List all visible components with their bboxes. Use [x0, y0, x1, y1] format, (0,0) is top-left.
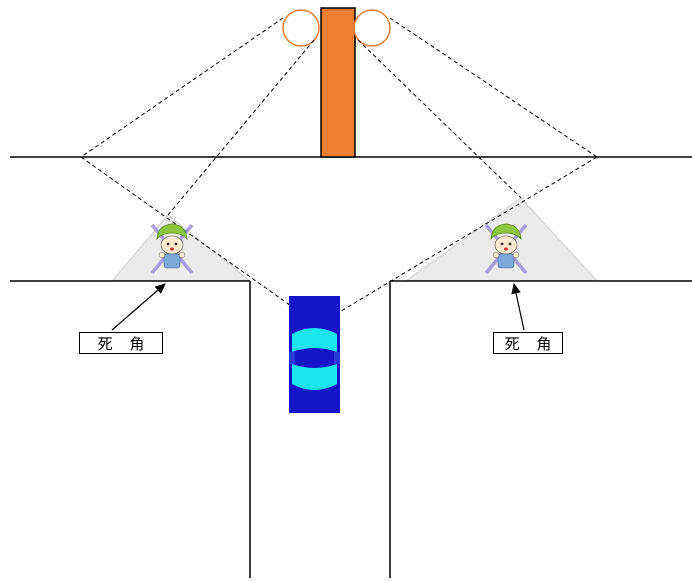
pointer-arrow-right-icon — [511, 282, 525, 331]
sight-lines — [80, 17, 598, 326]
pointer-arrow-left-icon — [111, 283, 166, 331]
mascot-character-left-icon — [150, 223, 194, 275]
mirror-pole — [320, 7, 356, 158]
mascot-character-right-icon — [484, 223, 528, 275]
blind-spot-label-right: 死 角 — [493, 332, 563, 354]
convex-mirror-right-icon — [353, 9, 391, 47]
blind-spot-label-left: 死 角 — [79, 332, 163, 354]
convex-mirror-left-icon — [282, 9, 320, 47]
car-topdown-icon — [289, 296, 340, 413]
